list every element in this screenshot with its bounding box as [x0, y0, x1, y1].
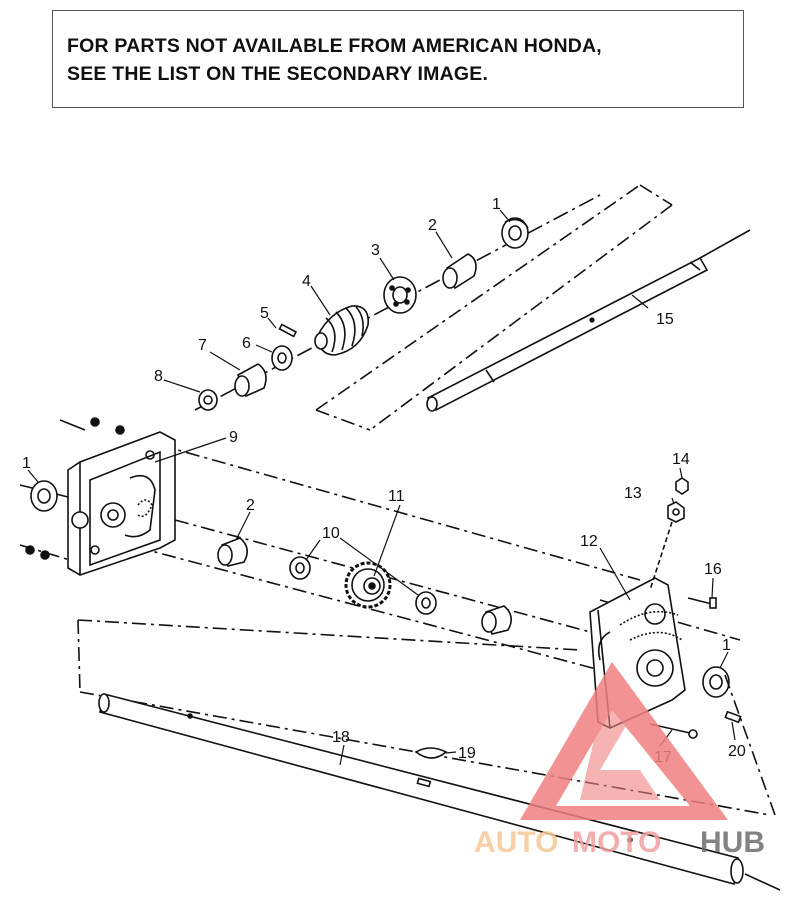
bushing-middle	[217, 537, 248, 567]
watermark-hub: HUB	[700, 826, 765, 859]
watermark-moto: MOTO	[572, 826, 661, 859]
callout-1-right: 1	[722, 637, 731, 654]
lower-panel-outline	[77, 619, 776, 816]
bearing-right	[702, 666, 730, 698]
upper-panel-outline	[315, 184, 673, 431]
nut-13	[667, 501, 685, 523]
bushing-left	[234, 363, 267, 398]
bushing-top	[442, 253, 477, 290]
callout-13: 13	[624, 485, 642, 502]
callout-8: 8	[154, 368, 163, 385]
callout-1-top: 1	[492, 196, 501, 213]
washer-left	[289, 556, 311, 580]
key-pin	[278, 323, 298, 338]
upper-axis-centerline	[194, 194, 601, 411]
woodruff-key	[414, 747, 448, 759]
callout-1-left: 1	[22, 455, 31, 472]
watermark-auto: AUTO	[474, 826, 558, 859]
left-gear-housing	[67, 431, 176, 576]
bearing-small	[198, 389, 218, 411]
callout-16: 16	[704, 561, 722, 578]
washer-right	[415, 591, 437, 615]
callout-11: 11	[388, 488, 405, 505]
worm-gear	[314, 305, 369, 356]
upper-shaft	[426, 229, 751, 412]
parts-notice-box: FOR PARTS NOT AVAILABLE FROM AMERICAN HO…	[52, 10, 744, 108]
callout-20: 20	[728, 743, 746, 760]
bolts-left	[25, 417, 125, 560]
spur-gear	[344, 561, 392, 609]
callout-12: 12	[580, 533, 598, 550]
notice-line-2: SEE THE LIST ON THE SECONDARY IMAGE.	[67, 63, 489, 85]
bearing-left	[30, 480, 58, 512]
bolt-14	[675, 477, 689, 495]
bearing-top	[501, 217, 529, 249]
callout-18: 18	[332, 729, 350, 746]
callout-6: 6	[242, 335, 251, 352]
leader-lines	[27, 209, 736, 766]
ball-bearing-top	[383, 276, 417, 314]
key-20	[724, 710, 742, 724]
notice-line-1: FOR PARTS NOT AVAILABLE FROM AMERICAN HO…	[67, 35, 602, 57]
callout-10: 10	[322, 525, 340, 542]
bolt-path-line	[649, 521, 673, 591]
callout-7: 7	[198, 337, 207, 354]
callout-5: 5	[260, 305, 269, 322]
callout-4: 4	[302, 273, 311, 290]
callout-19: 19	[458, 745, 476, 762]
callout-2-left: 2	[246, 497, 255, 514]
lower-shaft	[98, 693, 781, 891]
callout-3: 3	[371, 242, 380, 259]
callout-2-top: 2	[428, 217, 437, 234]
washer-top	[271, 345, 293, 371]
callout-9: 9	[229, 429, 238, 446]
callout-14: 14	[672, 451, 690, 468]
watermark-logo: AUTO MOTO HUB	[474, 662, 765, 859]
bushing-right	[481, 605, 512, 635]
callout-15: 15	[656, 311, 674, 328]
screw-16	[687, 597, 717, 609]
